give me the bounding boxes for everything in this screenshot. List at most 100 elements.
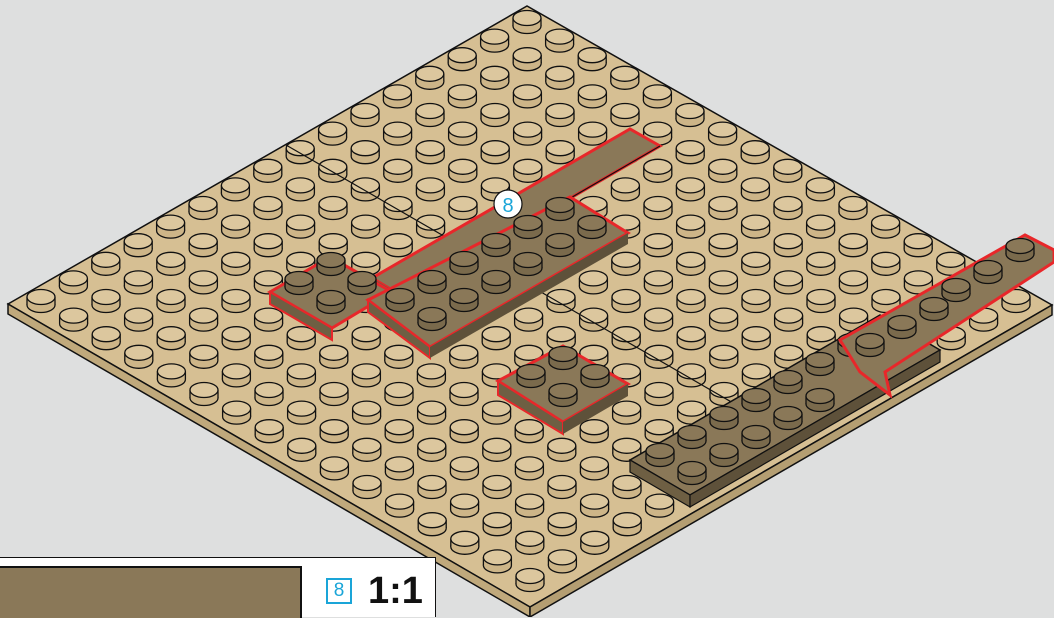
baseplate-stud	[416, 141, 444, 164]
baseplate-stud	[481, 141, 509, 164]
baseplate-stud	[548, 476, 576, 499]
baseplate-stud	[417, 364, 445, 387]
baseplate-stud	[448, 48, 476, 71]
baseplate-stud	[255, 308, 283, 331]
baseplate-stud	[839, 234, 867, 257]
baseplate-stud	[514, 159, 542, 182]
baseplate-stud	[385, 383, 413, 406]
baseplate-stud	[287, 364, 315, 387]
baseplate-stud	[546, 141, 574, 164]
baseplate-stud	[351, 178, 379, 201]
baseplate-stud	[839, 271, 867, 294]
baseplate-stud	[254, 197, 282, 220]
baseplate-stud	[677, 215, 705, 238]
baseplate-stud	[449, 159, 477, 182]
baseplate-stud	[516, 531, 544, 554]
baseplate-stud	[514, 122, 542, 145]
baseplate-stud	[59, 271, 87, 294]
baseplate-stud	[677, 290, 705, 313]
baseplate-stud	[742, 290, 770, 313]
baseplate-stud	[581, 494, 609, 517]
baseplate-stud	[352, 215, 380, 238]
baseplate-stud	[157, 327, 185, 350]
baseplate-stud	[741, 141, 769, 164]
baseplate-stud	[709, 197, 737, 220]
baseplate-stud	[613, 476, 641, 499]
baseplate-stud	[92, 290, 120, 313]
baseplate-stud	[124, 271, 152, 294]
baseplate-stud	[546, 104, 574, 127]
baseplate-stud	[416, 66, 444, 89]
baseplate-stud	[255, 345, 283, 368]
baseplate-stud	[189, 197, 217, 220]
baseplate-stud	[774, 159, 802, 182]
baseplate-stud	[448, 85, 476, 108]
baseplate-stud	[288, 438, 316, 461]
baseplate-stud	[351, 141, 379, 164]
baseplate-stud	[189, 234, 217, 257]
baseplate-stud	[416, 178, 444, 201]
baseplate-stud	[449, 122, 477, 145]
baseplate-stud	[352, 364, 380, 387]
baseplate-stud	[223, 401, 251, 424]
baseplate-stud	[92, 327, 120, 350]
part-image	[0, 566, 302, 618]
baseplate-stud	[384, 234, 412, 257]
baseplate-stud	[481, 104, 509, 127]
baseplate-stud	[515, 420, 543, 443]
baseplate-stud	[222, 364, 250, 387]
baseplate-stud	[255, 383, 283, 406]
baseplate-stud	[418, 438, 446, 461]
baseplate-stud	[418, 513, 446, 536]
baseplate-stud	[580, 420, 608, 443]
baseplate-stud	[254, 234, 282, 257]
step-number-badge: 8	[494, 190, 522, 218]
baseplate-stud	[483, 550, 511, 573]
baseplate-stud	[320, 345, 348, 368]
baseplate-stud	[807, 215, 835, 238]
baseplate-stud	[124, 234, 152, 257]
baseplate-stud	[580, 457, 608, 480]
baseplate-stud	[644, 234, 672, 257]
baseplate-stud	[513, 11, 541, 34]
baseplate-stud	[578, 85, 606, 108]
baseplate-stud	[320, 420, 348, 443]
baseplate-stud	[516, 494, 544, 517]
baseplate-stud	[548, 550, 576, 573]
baseplate-stud	[677, 252, 705, 275]
baseplate-stud	[644, 159, 672, 182]
baseplate-stud	[222, 327, 250, 350]
baseplate-stud	[546, 29, 574, 52]
baseplate-stud	[774, 271, 802, 294]
baseplate-stud	[320, 457, 348, 480]
baseplate-stud	[483, 513, 511, 536]
baseplate-stud	[222, 252, 250, 275]
baseplate-stud	[353, 401, 381, 424]
step-reference-box: 8	[326, 578, 352, 604]
baseplate-stud	[613, 401, 641, 424]
scale-label: 1:1	[368, 570, 423, 612]
baseplate-stud	[386, 494, 414, 517]
baseplate-stud	[222, 215, 250, 238]
baseplate-stud	[676, 178, 704, 201]
baseplate-stud	[125, 345, 153, 368]
baseplate-stud	[255, 420, 283, 443]
baseplate-stud	[221, 178, 249, 201]
baseplate-stud	[157, 215, 185, 238]
baseplate-stud	[612, 252, 640, 275]
baseplate-stud	[611, 66, 639, 89]
baseplate-stud	[677, 327, 705, 350]
baseplate-stud	[385, 345, 413, 368]
baseplate-stud	[644, 197, 672, 220]
baseplate-stud	[125, 308, 153, 331]
baseplate-stud	[546, 66, 574, 89]
baseplate-stud	[613, 513, 641, 536]
baseplate-stud	[450, 457, 478, 480]
baseplate-stud	[416, 104, 444, 127]
baseplate-stud	[774, 197, 802, 220]
baseplate-stud	[807, 252, 835, 275]
baseplate-stud	[286, 178, 314, 201]
baseplate-stud	[774, 234, 802, 257]
baseplate-stud	[319, 197, 347, 220]
